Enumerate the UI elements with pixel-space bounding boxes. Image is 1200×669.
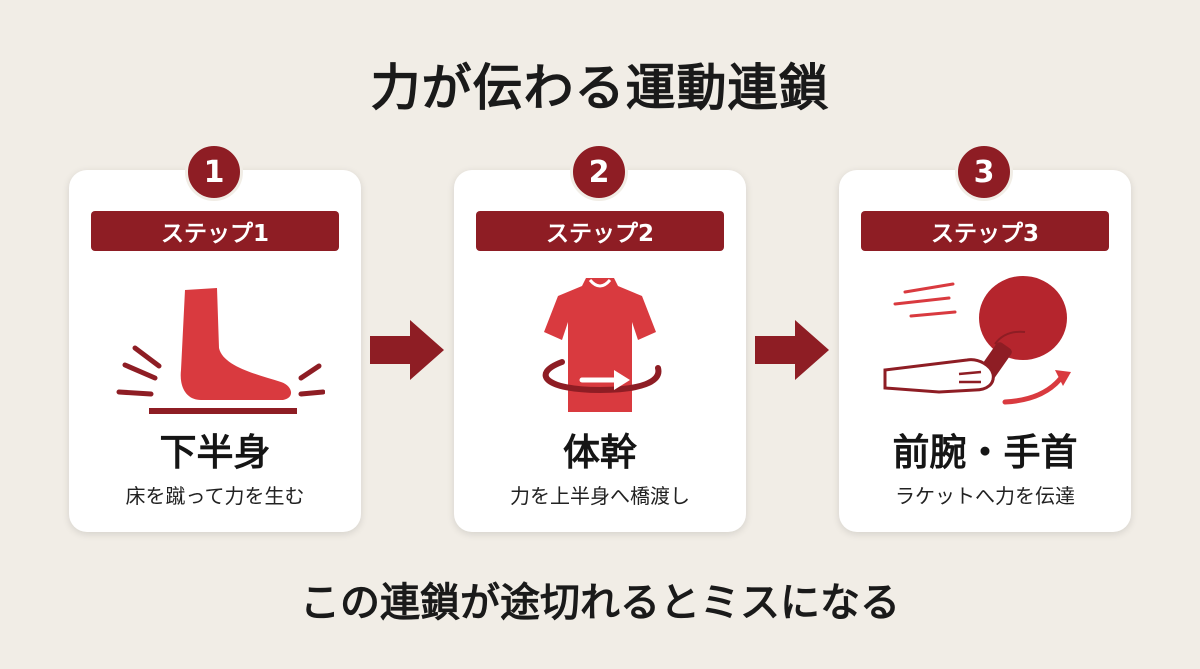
step-title-1: 下半身	[159, 431, 271, 474]
step-label-2: ステップ2	[476, 211, 724, 251]
step-desc-1: 床を蹴って力を生む	[125, 484, 305, 508]
step-number-badge-1: 1	[185, 143, 243, 201]
foot-stomp-icon	[116, 288, 325, 414]
step-number-badge-3: 3	[955, 143, 1013, 201]
step-number-badge-2: 2	[570, 143, 628, 201]
page-title: 力が伝わる運動連鎖	[370, 59, 830, 117]
step-card-3: ステップ3 前腕・手首 ラケットへ力を伝達	[839, 170, 1131, 532]
step-desc-3: ラケットへ力を伝達	[895, 484, 1075, 508]
arrow-right-icon	[370, 320, 444, 380]
footer-message: この連鎖が途切れるとミスになる	[300, 580, 900, 626]
paddle-swing-icon	[883, 276, 1071, 405]
step-card-2: ステップ2 体幹 力を上半身へ橋渡し	[454, 170, 746, 532]
torso-rotation-icon	[542, 278, 662, 412]
arrow-right-icon	[755, 320, 829, 380]
step-card-1: ステップ1 下半身 床を蹴って力を生む	[69, 170, 361, 532]
step-title-3: 前腕・手首	[892, 431, 1078, 474]
step-label-3: ステップ3	[861, 211, 1109, 251]
step-desc-2: 力を上半身へ橋渡し	[510, 484, 690, 508]
step-title-2: 体幹	[563, 431, 637, 474]
step-label-1: ステップ1	[91, 211, 339, 251]
